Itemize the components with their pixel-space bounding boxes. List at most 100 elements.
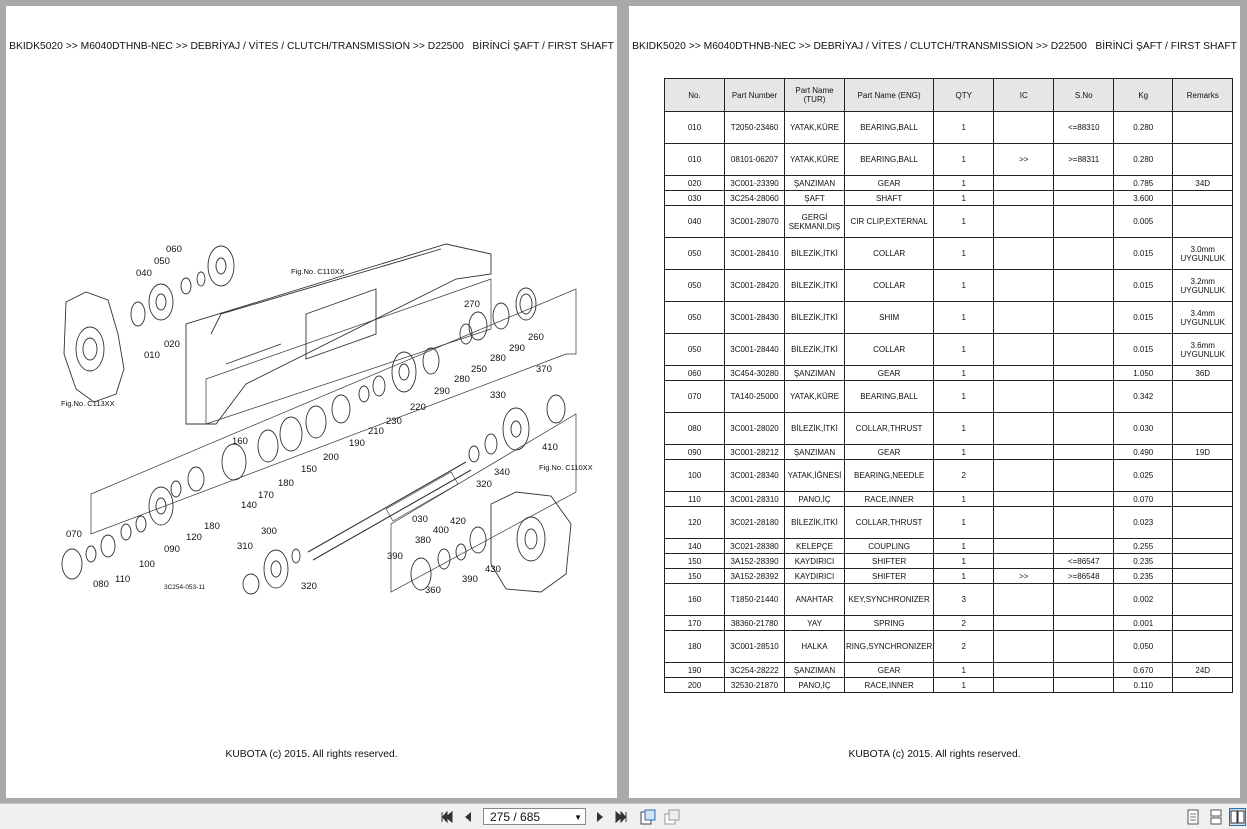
callout-label: 250: [471, 364, 487, 375]
table-cell: [1053, 205, 1115, 238]
table-cell: BEARING,BALL: [843, 380, 935, 413]
table-cell: [1053, 365, 1115, 381]
table-cell: 140: [664, 538, 725, 554]
table-cell: [993, 269, 1055, 302]
table-cell: 050: [664, 333, 725, 366]
table-cell: 0.342: [1113, 380, 1174, 413]
prev-page-icon[interactable]: [461, 810, 475, 824]
callout-label: 300: [261, 526, 277, 537]
callout-label: 370: [536, 364, 552, 375]
single-page-view-icon[interactable]: [1186, 809, 1200, 825]
column-header: Part Name (ENG): [843, 78, 935, 112]
last-page-icon[interactable]: [614, 810, 628, 824]
table-cell: BİLEZİK,İTKİ: [784, 269, 845, 302]
table-cell: 0.025: [1113, 459, 1174, 492]
table-cell: 1: [933, 412, 995, 445]
table-cell: 1: [933, 143, 995, 176]
table-cell: SHAFT: [843, 190, 935, 206]
table-cell: [1172, 538, 1234, 554]
callout-label: 020: [164, 339, 180, 350]
table-cell: [1172, 630, 1234, 663]
next-page-icon[interactable]: [593, 810, 607, 824]
table-cell: [993, 175, 1055, 191]
table-cell: KELEPÇE: [784, 538, 845, 554]
table-cell: PANO,İÇ: [784, 491, 845, 507]
table-cell: 1: [933, 269, 995, 302]
table-cell: 3.0mm UYGUNLUK: [1172, 237, 1234, 270]
table-cell: 0.023: [1113, 506, 1174, 539]
table-cell: BİLEZİK,İTKİ: [784, 301, 845, 334]
callout-label: 310: [237, 541, 253, 552]
gear-300-drawing: [263, 549, 289, 589]
table-cell: [993, 615, 1055, 631]
page-header: BKIDK5020 >> M6040DTHNB-NEC >> DEBRİYAJ …: [9, 41, 614, 52]
table-cell: 1: [933, 444, 995, 460]
right-page: BKIDK5020 >> M6040DTHNB-NEC >> DEBRİYAJ …: [629, 6, 1240, 798]
table-cell: [1053, 677, 1115, 693]
callout-label: 160: [232, 436, 248, 447]
table-cell: T1850-21440: [724, 583, 785, 616]
first-page-icon[interactable]: [440, 810, 454, 824]
table-cell: 34D: [1172, 175, 1234, 191]
callout-label: 420: [450, 516, 466, 527]
table-cell: [993, 553, 1055, 569]
table-cell: ŞANZIMAN: [784, 175, 845, 191]
table-cell: 150: [664, 568, 725, 584]
column-header: QTY: [933, 78, 995, 112]
table-cell: 3C001-28020: [724, 412, 785, 445]
table-cell: 200: [664, 677, 725, 693]
callout-label: 400: [433, 525, 449, 536]
callout-label: 220: [410, 402, 426, 413]
page-number-input[interactable]: 275 / 685▼: [483, 808, 586, 825]
table-cell: SHIFTER: [843, 568, 935, 584]
fit-width-icon[interactable]: [664, 809, 680, 825]
callout-label: 330: [490, 390, 506, 401]
table-cell: 1: [933, 568, 995, 584]
table-cell: 160: [664, 583, 725, 616]
table-cell: [1053, 506, 1115, 539]
gear-220-drawing: [391, 351, 417, 393]
gear-090-drawing: [148, 486, 174, 526]
table-cell: 0.785: [1113, 175, 1174, 191]
callout-label: 210: [368, 426, 384, 437]
exploded-parts-diagram: 060 040 050 020 010 270 260 290 250 280 …: [61, 243, 593, 596]
table-cell: [1053, 491, 1115, 507]
table-cell: COLLAR,THRUST: [843, 506, 935, 539]
table-cell: 2: [933, 630, 995, 663]
table-cell: BEARING,BALL: [843, 143, 935, 176]
table-cell: [1053, 630, 1115, 663]
callout-label: 360: [425, 585, 441, 596]
table-cell: 08101-06207: [724, 143, 785, 176]
table-cell: [1172, 143, 1234, 176]
gear-020-drawing: [148, 283, 174, 321]
continuous-view-icon[interactable]: [1208, 809, 1224, 825]
facing-view-icon[interactable]: [1229, 808, 1246, 826]
column-header: Part Number: [724, 78, 785, 112]
drawing-code-label: 3C254-053-11: [164, 584, 205, 591]
table-cell: [993, 301, 1055, 334]
callout-label: 180: [204, 521, 220, 532]
table-cell: 1: [933, 301, 995, 334]
table-cell: [1053, 380, 1115, 413]
column-header: Remarks: [1172, 78, 1234, 112]
table-cell: 020: [664, 175, 725, 191]
fit-page-icon[interactable]: [640, 809, 656, 825]
table-cell: 090: [664, 444, 725, 460]
table-cell: [1172, 380, 1234, 413]
callout-label: 410: [542, 442, 558, 453]
table-cell: ŞANZIMAN: [784, 662, 845, 678]
callout-label: 090: [164, 544, 180, 555]
table-cell: 38360-21780: [724, 615, 785, 631]
table-cell: [993, 506, 1055, 539]
page-header: BKIDK5020 >> M6040DTHNB-NEC >> DEBRİYAJ …: [632, 41, 1237, 52]
table-cell: KAYDIRICI: [784, 553, 845, 569]
